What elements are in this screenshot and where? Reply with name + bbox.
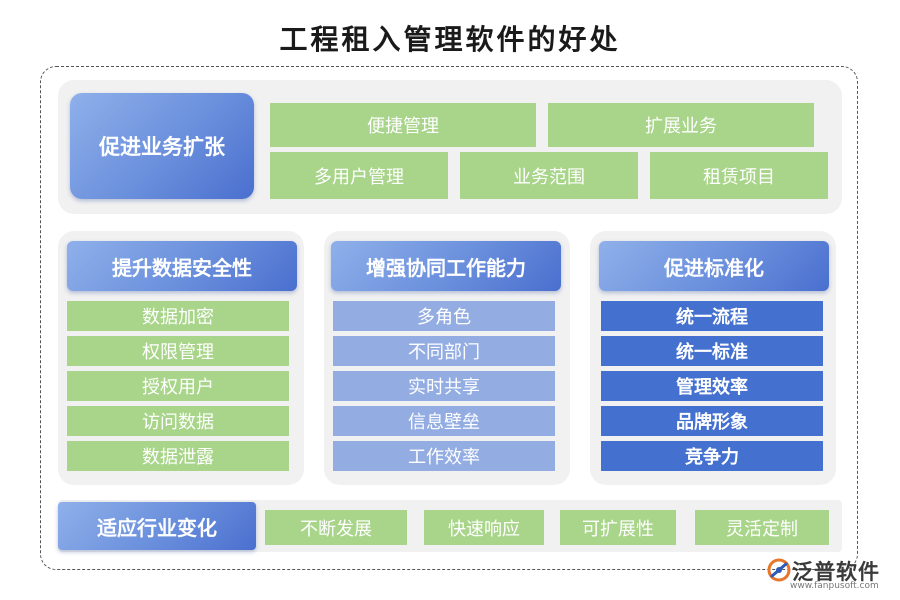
list-item: 授权用户 xyxy=(67,371,289,401)
top-item-3: 业务范围 xyxy=(460,152,638,199)
brand-logo: 泛普软件 www.fanpusoft.com xyxy=(766,554,890,592)
list-item: 统一标准 xyxy=(601,336,823,366)
list-item: 竞争力 xyxy=(601,441,823,471)
list-item: 管理效率 xyxy=(601,371,823,401)
logo-url: www.fanpusoft.com xyxy=(790,581,879,591)
top-item-1: 扩展业务 xyxy=(548,103,814,147)
standardization-header: 促进标准化 xyxy=(599,241,829,291)
page-title: 工程租入管理软件的好处 xyxy=(279,23,621,56)
business-expansion-header: 促进业务扩张 xyxy=(70,93,254,199)
list-item: 统一流程 xyxy=(601,301,823,331)
list-item: 数据加密 xyxy=(67,301,289,331)
security-header: 提升数据安全性 xyxy=(67,241,297,291)
diagram-frame xyxy=(40,66,858,570)
bottom-item-1: 快速响应 xyxy=(424,510,544,545)
list-item: 不同部门 xyxy=(333,336,555,366)
business-expansion-label: 促进业务扩张 xyxy=(99,134,225,159)
list-item: 访问数据 xyxy=(67,406,289,436)
top-item-4: 租赁项目 xyxy=(650,152,828,199)
list-item: 数据泄露 xyxy=(67,441,289,471)
bottom-item-0: 不断发展 xyxy=(265,510,407,545)
list-item: 实时共享 xyxy=(333,371,555,401)
bottom-item-3: 灵活定制 xyxy=(695,510,829,545)
list-item: 多角色 xyxy=(333,301,555,331)
bottom-item-2: 可扩展性 xyxy=(560,510,676,545)
list-item: 权限管理 xyxy=(67,336,289,366)
top-item-0: 便捷管理 xyxy=(270,103,536,147)
list-item: 工作效率 xyxy=(333,441,555,471)
list-item: 品牌形象 xyxy=(601,406,823,436)
collaboration-header: 增强协同工作能力 xyxy=(331,241,561,291)
fanpu-logo-icon xyxy=(767,558,791,582)
logo-name: 泛普软件 xyxy=(792,560,880,584)
list-item: 信息壁垒 xyxy=(333,406,555,436)
industry-adaptation-header: 适应行业变化 xyxy=(58,502,256,550)
top-item-2: 多用户管理 xyxy=(270,152,448,199)
